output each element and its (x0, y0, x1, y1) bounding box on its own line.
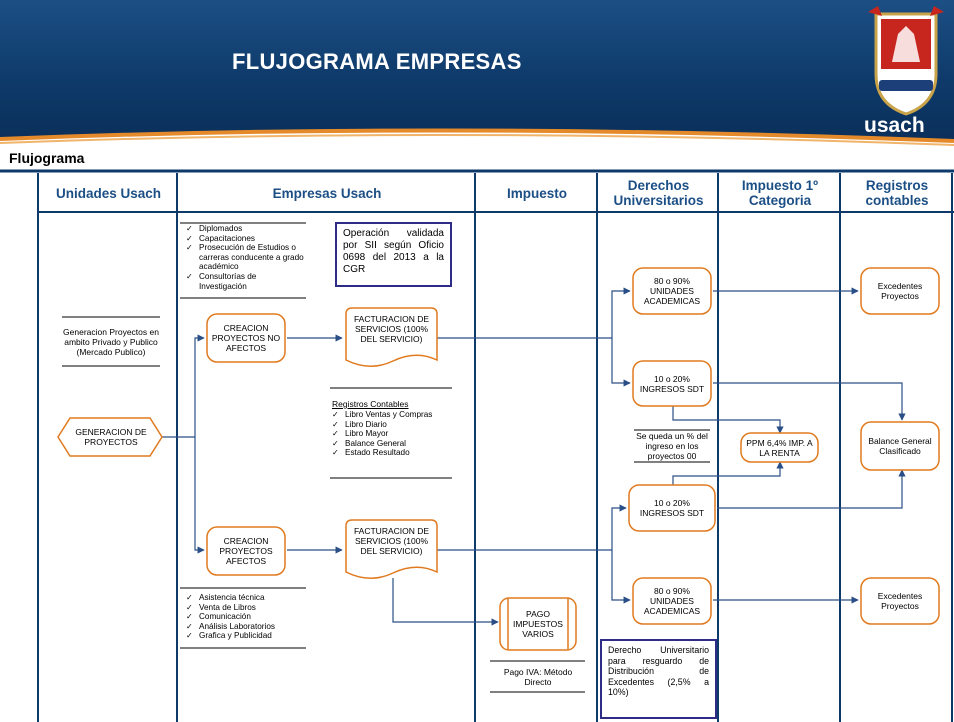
ppm-node: PPM 6,4% IMP. A LA RENTA (746, 437, 813, 458)
list-item: Comunicación (186, 612, 304, 622)
registros-list: Libro Ventas y Compras Libro Diario Libr… (332, 410, 452, 458)
operacion-note-box: Operación validada por SII según Oficio … (335, 222, 452, 287)
usach-shield-icon (868, 6, 944, 116)
excedentes-top-node: Excedentes Proyectos (877, 281, 923, 301)
services-list-bottom: Asistencia técnica Venta de Libros Comun… (186, 593, 304, 641)
list-item: Consultorías de Investigación (186, 272, 304, 291)
list-item: Venta de Libros (186, 603, 304, 613)
facturacion-top-node: FACTURACION DE SERVICIOS (100% DEL SERVI… (353, 314, 430, 344)
list-item: Libro Mayor (332, 429, 452, 439)
list-item: Grafica y Publicidad (186, 631, 304, 641)
list-item: Libro Diario (332, 420, 452, 430)
lane-header-impuesto-1: Impuesto 1º Categoria (741, 178, 819, 208)
lane-header-derechos: Derechos Universitarios (613, 178, 704, 208)
ingresos-sdt-top-node: 10 o 20% INGRESOS SDT (639, 373, 705, 394)
unidades-academicas-top-node: 80 o 90% UNIDADES ACADEMICAS (643, 276, 701, 306)
operacion-note: Operación validada por SII según Oficio … (343, 228, 444, 275)
pago-node (499, 597, 577, 651)
lane-header-unidades: Unidades Usach (55, 185, 162, 201)
facturacion-doc-top (345, 307, 438, 367)
pago-iva-note: Pago IVA: Método Directo (503, 667, 573, 687)
creacion-no-afectos-node: CREACION PROYECTOS NO AFECTOS (211, 323, 281, 353)
facturacion-doc-bottom (345, 519, 438, 579)
header-banner: FLUJOGRAMA EMPRESAS usach (0, 0, 954, 148)
separator-lines (62, 222, 710, 693)
derecho-note: Derecho Universitario para resguardo de … (608, 645, 709, 697)
lane-header-empresas: Empresas Usach (272, 185, 382, 201)
list-item: Diplomados (186, 224, 304, 234)
logo-text: usach (864, 114, 925, 137)
generacion-hexagon (57, 417, 163, 457)
registros-contables-block: Registros Contables Libro Ventas y Compr… (332, 399, 452, 458)
creacion-afectos-node: CREACION PROYECTOS AFECTOS (219, 536, 273, 566)
process-nodes (206, 267, 940, 625)
list-item: Asistencia técnica (186, 593, 304, 603)
swimlane-grid (0, 169, 954, 722)
ingresos-sdt-bottom-node: 10 o 20% INGRESOS SDT (639, 498, 705, 518)
connectors (159, 287, 906, 626)
list-item: Libro Ventas y Compras (332, 410, 452, 420)
facturacion-bottom-node: FACTURACION DE SERVICIOS (100% DEL SERVI… (353, 526, 430, 556)
generacion-node: GENERACION DE PROYECTOS (75, 427, 147, 447)
list-item: Balance General (332, 439, 452, 449)
list-item: Prosecución de Estudios o carreras condu… (186, 243, 304, 272)
services-list-top: Diplomados Capacitaciones Prosecución de… (186, 224, 304, 291)
list-item: Capacitaciones (186, 234, 304, 244)
excedentes-bottom-node: Excedentes Proyectos (877, 591, 923, 611)
orange-swoosh (0, 128, 954, 148)
generacion-description: Generacion Proyectos en ambito Privado y… (63, 327, 159, 357)
page-title: FLUJOGRAMA EMPRESAS (232, 49, 522, 74)
lane-header-impuesto: Impuesto (506, 185, 567, 201)
balance-general-node: Balance General Clasificado (868, 436, 932, 456)
list-item: Estado Resultado (332, 448, 452, 458)
registros-title: Registros Contables (332, 399, 409, 409)
unidades-academicas-bottom-node: 80 o 90% UNIDADES ACADEMICAS (643, 586, 701, 616)
pago-impuestos-node: PAGO IMPUESTOS VARIOS (513, 609, 563, 639)
derecho-note-box: Derecho Universitario para resguardo de … (600, 639, 717, 719)
section-title: Flujograma (9, 150, 85, 166)
se-queda-note: Se queda un % del ingreso en los proyect… (636, 431, 708, 461)
lane-header-registros: Registros contables (865, 178, 929, 208)
list-item: Análisis Laboratorios (186, 622, 304, 632)
